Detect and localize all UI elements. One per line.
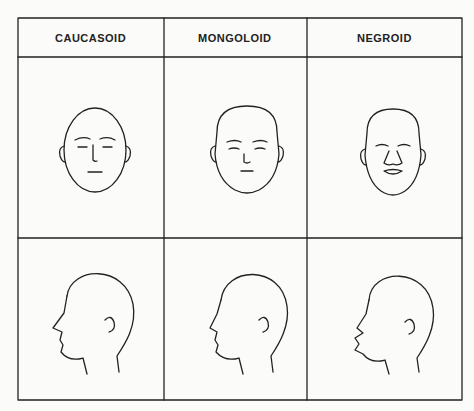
table-rule [18,237,462,238]
mongoloid-profile [210,274,288,374]
column-header: NEGROID [357,32,412,44]
negroid-profile [355,276,434,374]
caucasoid-front-face [60,108,131,192]
column-header: MONGOLOID [198,32,272,44]
negroid-front-face [361,109,426,195]
column-header: CAUCASOID [55,32,126,44]
table-rule [18,56,462,57]
table-rule [306,18,307,400]
table-rule [163,18,164,400]
caucasoid-profile [53,274,134,374]
mongoloid-front-face [211,106,284,193]
table-border [18,18,462,400]
